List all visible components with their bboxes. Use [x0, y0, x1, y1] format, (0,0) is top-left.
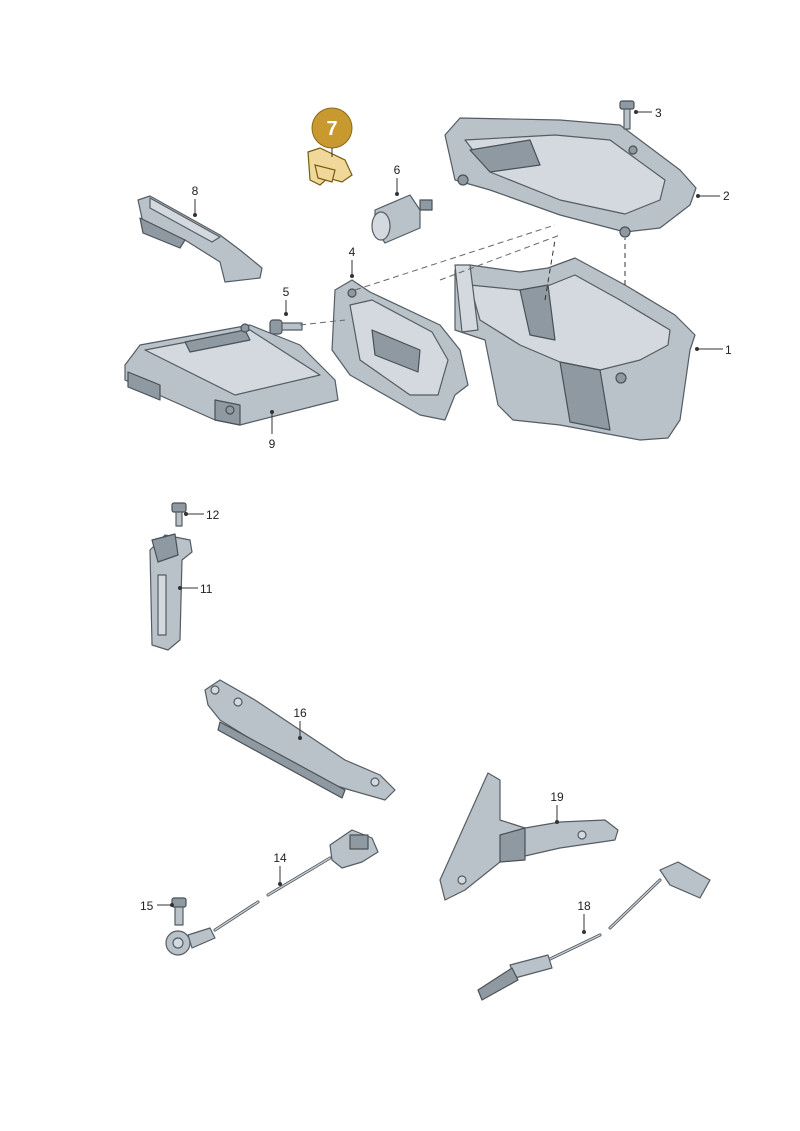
bracket[interactable]	[331, 279, 469, 421]
callout-2-label: 2	[723, 189, 730, 203]
bracket-19[interactable]	[439, 772, 619, 901]
callout-11: 11	[178, 582, 213, 596]
callout-16: 16	[293, 706, 307, 740]
callout-18: 18	[577, 899, 591, 934]
probe-18[interactable]	[477, 861, 711, 1001]
callout-9: 9	[269, 410, 276, 451]
callout-18-label: 18	[577, 899, 591, 913]
callout-14-label: 14	[273, 851, 287, 865]
callout-14: 14	[273, 851, 287, 886]
callout-1-label: 1	[725, 343, 732, 357]
callout-5: 5	[283, 285, 290, 316]
screw-3[interactable]	[619, 100, 635, 130]
knock-sensor[interactable]	[165, 829, 379, 956]
callout-16-label: 16	[293, 706, 307, 720]
screw-12[interactable]	[171, 502, 187, 527]
callout-6-label: 6	[394, 163, 401, 177]
callout-3-label: 3	[655, 106, 662, 120]
housing-cover[interactable]	[444, 117, 697, 238]
callout-2: 2	[696, 189, 730, 203]
callout-3: 3	[634, 106, 662, 120]
control-unit[interactable]	[124, 323, 339, 426]
callout-15-label: 15	[140, 899, 154, 913]
callout-5-label: 5	[283, 285, 290, 299]
callout-11-label: 11	[200, 582, 213, 596]
air-guide[interactable]	[137, 195, 263, 283]
sensor-11[interactable]	[149, 533, 193, 651]
pressure-sensor[interactable]	[371, 194, 433, 244]
callout-19-label: 19	[550, 790, 564, 804]
badge-7-label: 7	[326, 118, 337, 140]
callout-8: 8	[192, 184, 199, 217]
badge-7: 7	[311, 107, 353, 149]
highlighted-part[interactable]	[307, 147, 353, 186]
callout-15: 15	[140, 899, 174, 913]
callout-6: 6	[394, 163, 401, 196]
housing-lower-part[interactable]	[454, 238, 696, 441]
callout-8-label: 8	[192, 184, 199, 198]
bolt-5[interactable]	[269, 319, 303, 335]
callout-12: 12	[184, 508, 220, 522]
callout-4: 4	[349, 245, 356, 278]
callout-4-label: 4	[349, 245, 356, 259]
callout-12-label: 12	[206, 508, 220, 522]
callout-19: 19	[550, 790, 564, 824]
assembly-lines	[299, 224, 561, 326]
callout-1: 1	[695, 343, 732, 357]
bolt-15[interactable]	[171, 897, 187, 926]
callout-9-label: 9	[269, 437, 276, 451]
